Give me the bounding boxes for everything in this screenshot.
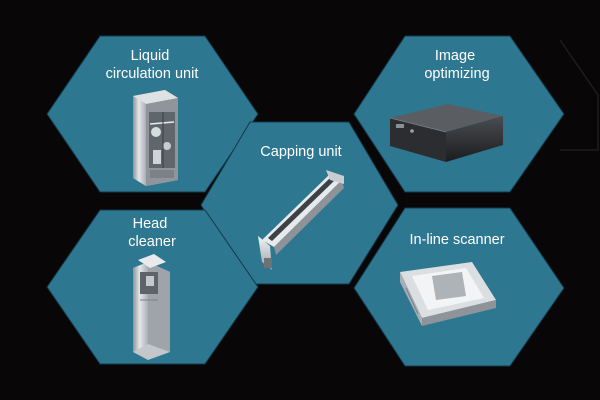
hex-label-line: Capping unit [260,144,341,160]
hex-label-capping: Capping unit [260,144,341,160]
hex-label-line: circulation unit [106,66,199,82]
image-optimizing-box-icon [389,104,503,162]
hex-label-line: In-line scanner [409,232,504,248]
hex-capping-unit: Capping unit [200,121,399,285]
inline-scanner-icon [400,262,496,326]
hex-label-line: cleaner [128,234,176,250]
hex-label-line: Head [133,216,168,232]
capping-unit-rail-icon [258,170,344,270]
head-cleaner-icon [133,254,170,360]
hex-label-liquid: Liquid circulation unit [106,48,199,82]
hex-label-line: Liquid [131,48,170,64]
liquid-circulation-unit-icon [133,90,178,186]
hex-label-head: Head cleaner [128,216,176,250]
hex-image-optimizing: Image optimizing [353,35,565,193]
hex-label-line: optimizing [424,66,489,82]
hex-label-image: Image optimizing [424,48,489,82]
hex-label-line: Image [435,48,475,64]
hex-label-scanner: In-line scanner [409,232,504,248]
hex-head-cleaner: Head cleaner [46,209,259,365]
hex-inline-scanner: In-line scanner [353,207,565,367]
background-outline [559,39,599,151]
hex-liquid-circulation-unit: Liquid circulation unit [46,35,259,193]
